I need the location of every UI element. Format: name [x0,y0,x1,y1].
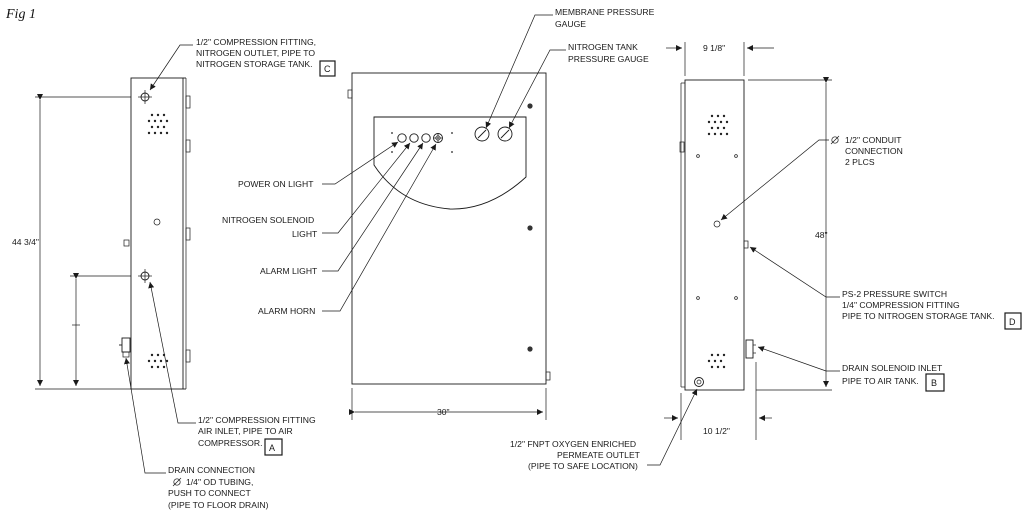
svg-text:PS-2 PRESSURE SWITCH: PS-2 PRESSURE SWITCH [842,289,947,299]
svg-text:(PIPE TO FLOOR DRAIN): (PIPE TO FLOOR DRAIN) [168,500,269,510]
svg-text:MEMBRANE PRESSURE: MEMBRANE PRESSURE [555,7,655,17]
tag-d [1004,312,1022,330]
figure-label: Fig 1 [5,7,36,22]
callout-permeate-outlet: 1/2" FNPT OXYGEN ENRICHED PERMEATE OUTLE… [510,388,698,471]
permeate-outlet-fitting [694,377,704,387]
callout-alarm-light: ALARM LIGHT [260,142,424,276]
latch-top-icon [527,103,533,109]
callout-drain-solenoid: DRAIN SOLENOID INLET PIPE TO AIR TANK. [757,346,943,386]
alarm-horn-icon [433,133,443,143]
right-bottom-depth-dimension: 10 1/2" [703,426,730,436]
callout-nitrogen-outlet: 1/2" COMPRESSION FITTING, NITROGEN OUTLE… [149,37,316,91]
svg-text:PIPE TO AIR TANK.: PIPE TO AIR TANK. [842,376,919,386]
vent-grille-right-upper [707,114,729,136]
svg-text:COMPRESSOR.: COMPRESSOR. [198,438,262,448]
front-view: 30" [347,72,551,420]
svg-text:PERMEATE OUTLET: PERMEATE OUTLET [557,450,641,460]
drain-solenoid-fitting [745,339,756,359]
svg-text:PUSH TO CONNECT: PUSH TO CONNECT [168,488,252,498]
latch-bottom-icon [527,346,533,352]
svg-text:PRESSURE GAUGE: PRESSURE GAUGE [568,54,649,64]
callout-power-on-light: POWER ON LIGHT [238,141,399,189]
svg-text:NITROGEN OUTLET, PIPE TO: NITROGEN OUTLET, PIPE TO [196,48,315,58]
left-side-view: 44 3/4" [12,77,191,390]
tag-a-label: A [269,443,275,453]
vent-grille-right-lower [707,353,726,369]
svg-text:CONNECTION: CONNECTION [845,146,903,156]
svg-text:(PIPE TO SAFE LOCATION): (PIPE TO SAFE LOCATION) [528,461,638,471]
right-side-view: 9 1/8" 48" 10 1/2" [664,42,832,440]
alarm-light-icon [421,133,431,143]
tag-b-label: B [931,378,937,388]
svg-text:PIPE TO NITROGEN STORAGE TANK.: PIPE TO NITROGEN STORAGE TANK. [842,311,995,321]
callout-alarm-horn: ALARM HORN [258,143,437,316]
right-height-dimension: 48" [815,230,828,240]
front-width-dimension: 30" [437,407,450,417]
svg-text:1/2" CONDUIT: 1/2" CONDUIT [845,135,902,145]
svg-text:AIR INLET, PIPE TO AIR: AIR INLET, PIPE TO AIR [198,426,293,436]
callout-nitrogen-solenoid-light: NITROGEN SOLENOID LIGHT [222,142,411,239]
air-inlet-fitting [138,269,152,283]
right-top-depth-dimension: 9 1/8" [703,43,725,53]
callout-air-inlet: 1/2" COMPRESSION FITTING AIR INLET, PIPE… [148,281,316,448]
nitrogen-solenoid-light-icon [409,133,419,143]
svg-text:1/2" FNPT OXYGEN ENRICHED: 1/2" FNPT OXYGEN ENRICHED [510,439,636,449]
tag-c [319,60,336,77]
svg-text:2 PLCS: 2 PLCS [845,157,875,167]
svg-text:1/2" COMPRESSION FITTING: 1/2" COMPRESSION FITTING [198,415,316,425]
callout-membrane-gauge: MEMBRANE PRESSURE GAUGE [485,7,655,129]
svg-text:LIGHT: LIGHT [292,229,318,239]
callout-nitrogen-tank-gauge: NITROGEN TANK PRESSURE GAUGE [508,42,649,129]
svg-text:NITROGEN TANK: NITROGEN TANK [568,42,638,52]
vent-grille-upper [147,113,169,135]
drain-connector [119,337,131,358]
tag-b [925,373,945,392]
svg-text:1/2" COMPRESSION FITTING,: 1/2" COMPRESSION FITTING, [196,37,316,47]
tag-c-label: C [324,64,331,74]
svg-text:GAUGE: GAUGE [555,19,586,29]
tag-a [264,438,283,456]
svg-text:NITROGEN SOLENOID: NITROGEN SOLENOID [222,215,314,225]
nitrogen-outlet-fitting [138,90,152,104]
control-panel [373,116,527,210]
svg-text:1/4" COMPRESSION FITTING: 1/4" COMPRESSION FITTING [842,300,960,310]
tag-d-label: D [1009,317,1016,327]
svg-text:NITROGEN STORAGE TANK.: NITROGEN STORAGE TANK. [196,59,313,69]
vent-grille-lower [147,353,169,369]
latch-middle-icon [527,225,533,231]
power-on-light-icon [397,133,407,143]
callout-conduit: 1/2" CONDUIT CONNECTION 2 PLCS [720,135,903,221]
svg-text:POWER ON LIGHT: POWER ON LIGHT [238,179,314,189]
svg-text:ALARM HORN: ALARM HORN [258,306,315,316]
callout-ps2-pressure-switch: PS-2 PRESSURE SWITCH 1/4" COMPRESSION FI… [749,246,995,321]
membrane-pressure-gauge-icon [474,126,490,142]
svg-text:1/4" OD TUBING,: 1/4" OD TUBING, [186,477,253,487]
conduit-knockout-icon [713,220,721,228]
nitrogen-tank-gauge-icon [497,126,513,142]
svg-text:DRAIN CONNECTION: DRAIN CONNECTION [168,465,255,475]
svg-text:DRAIN SOLENOID INLET: DRAIN SOLENOID INLET [842,363,943,373]
callout-drain-connection: DRAIN CONNECTION 1/4" OD TUBING, PUSH TO… [124,357,269,510]
left-height-dimension: 44 3/4" [12,237,39,247]
svg-text:ALARM LIGHT: ALARM LIGHT [260,266,318,276]
